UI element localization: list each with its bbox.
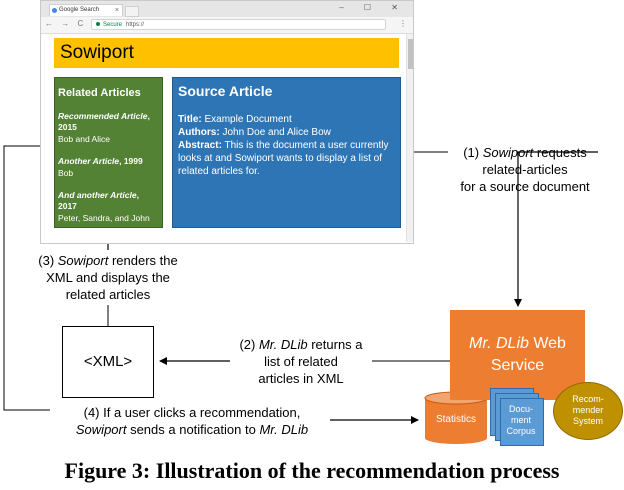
document-corpus-label: Docu- ment Corpus bbox=[506, 404, 536, 436]
statistics-label: Statistics bbox=[435, 414, 476, 425]
scrollbar[interactable] bbox=[406, 34, 413, 242]
mr-dlib-web-service: Mr. DLib Web Service bbox=[450, 310, 585, 400]
step1-note: (1) Sowiport requests related-articles f… bbox=[460, 145, 590, 194]
document-corpus-icon: Docu- ment Corpus bbox=[490, 388, 550, 448]
article-year: 1999 bbox=[123, 156, 143, 166]
lock-icon bbox=[96, 22, 100, 26]
source-abstract: Abstract: This is the document a user cu… bbox=[178, 140, 389, 177]
related-article-item[interactable]: Recommended Article, 2015 Bob and Alice bbox=[58, 111, 159, 145]
arrow-step4 bbox=[3, 145, 53, 411]
article-title[interactable]: Another Article bbox=[58, 156, 120, 166]
secure-label: Secure bbox=[103, 22, 123, 28]
step2-note: (2) Mr. DLib returns a list of related a… bbox=[239, 337, 363, 386]
browser-tab[interactable]: Google Search × bbox=[49, 4, 123, 16]
related-articles-heading: Related Articles bbox=[58, 87, 141, 99]
tab-bar: Google Search × – ☐ ✕ bbox=[41, 1, 413, 17]
step4-note: (4) If a user clicks a recommendation, S… bbox=[75, 405, 309, 437]
google-favicon-icon bbox=[52, 8, 57, 13]
article-authors: Bob and Alice bbox=[58, 134, 110, 144]
url-text: https:// bbox=[126, 22, 145, 28]
close-tab-icon[interactable]: × bbox=[114, 7, 119, 14]
article-title[interactable]: Recommended Article bbox=[58, 111, 148, 121]
article-year: 2015 bbox=[58, 122, 77, 132]
source-authors: Authors: John Doe and Alice Bow bbox=[178, 127, 331, 138]
related-articles-panel: Related Articles Recommended Article, 20… bbox=[54, 77, 163, 228]
tab-title: Google Search bbox=[59, 7, 100, 13]
figure-caption: Figure 3: Illustration of the recommenda… bbox=[64, 458, 560, 483]
source-article-heading: Source Article bbox=[178, 83, 273, 99]
related-article-item[interactable]: And another Article, 2017 Peter, Sandra,… bbox=[58, 190, 159, 224]
xml-response-box: <XML> bbox=[62, 326, 154, 398]
related-article-item[interactable]: Another Article, 1999 Bob bbox=[58, 156, 159, 179]
navigation-buttons[interactable]: ← → C bbox=[45, 19, 87, 28]
new-tab-button[interactable] bbox=[125, 6, 139, 17]
site-header: Sowiport bbox=[54, 38, 399, 68]
article-title[interactable]: And another Article bbox=[58, 190, 137, 200]
article-authors: Peter, Sandra, and John bbox=[58, 213, 150, 223]
step3-note: (3) Sowiport renders the XML and display… bbox=[38, 253, 178, 302]
recommender-system: Recom- mender System bbox=[553, 382, 623, 440]
scrollbar-thumb[interactable] bbox=[408, 39, 413, 69]
source-title: Title: Example Document bbox=[178, 114, 292, 125]
menu-icon[interactable]: ⋮ bbox=[399, 19, 407, 28]
source-article-panel: Source Article Title: Example Document A… bbox=[172, 77, 401, 228]
window-controls[interactable]: – ☐ ✕ bbox=[339, 3, 407, 12]
article-year: 2017 bbox=[58, 201, 77, 211]
article-authors: Bob bbox=[58, 168, 74, 178]
